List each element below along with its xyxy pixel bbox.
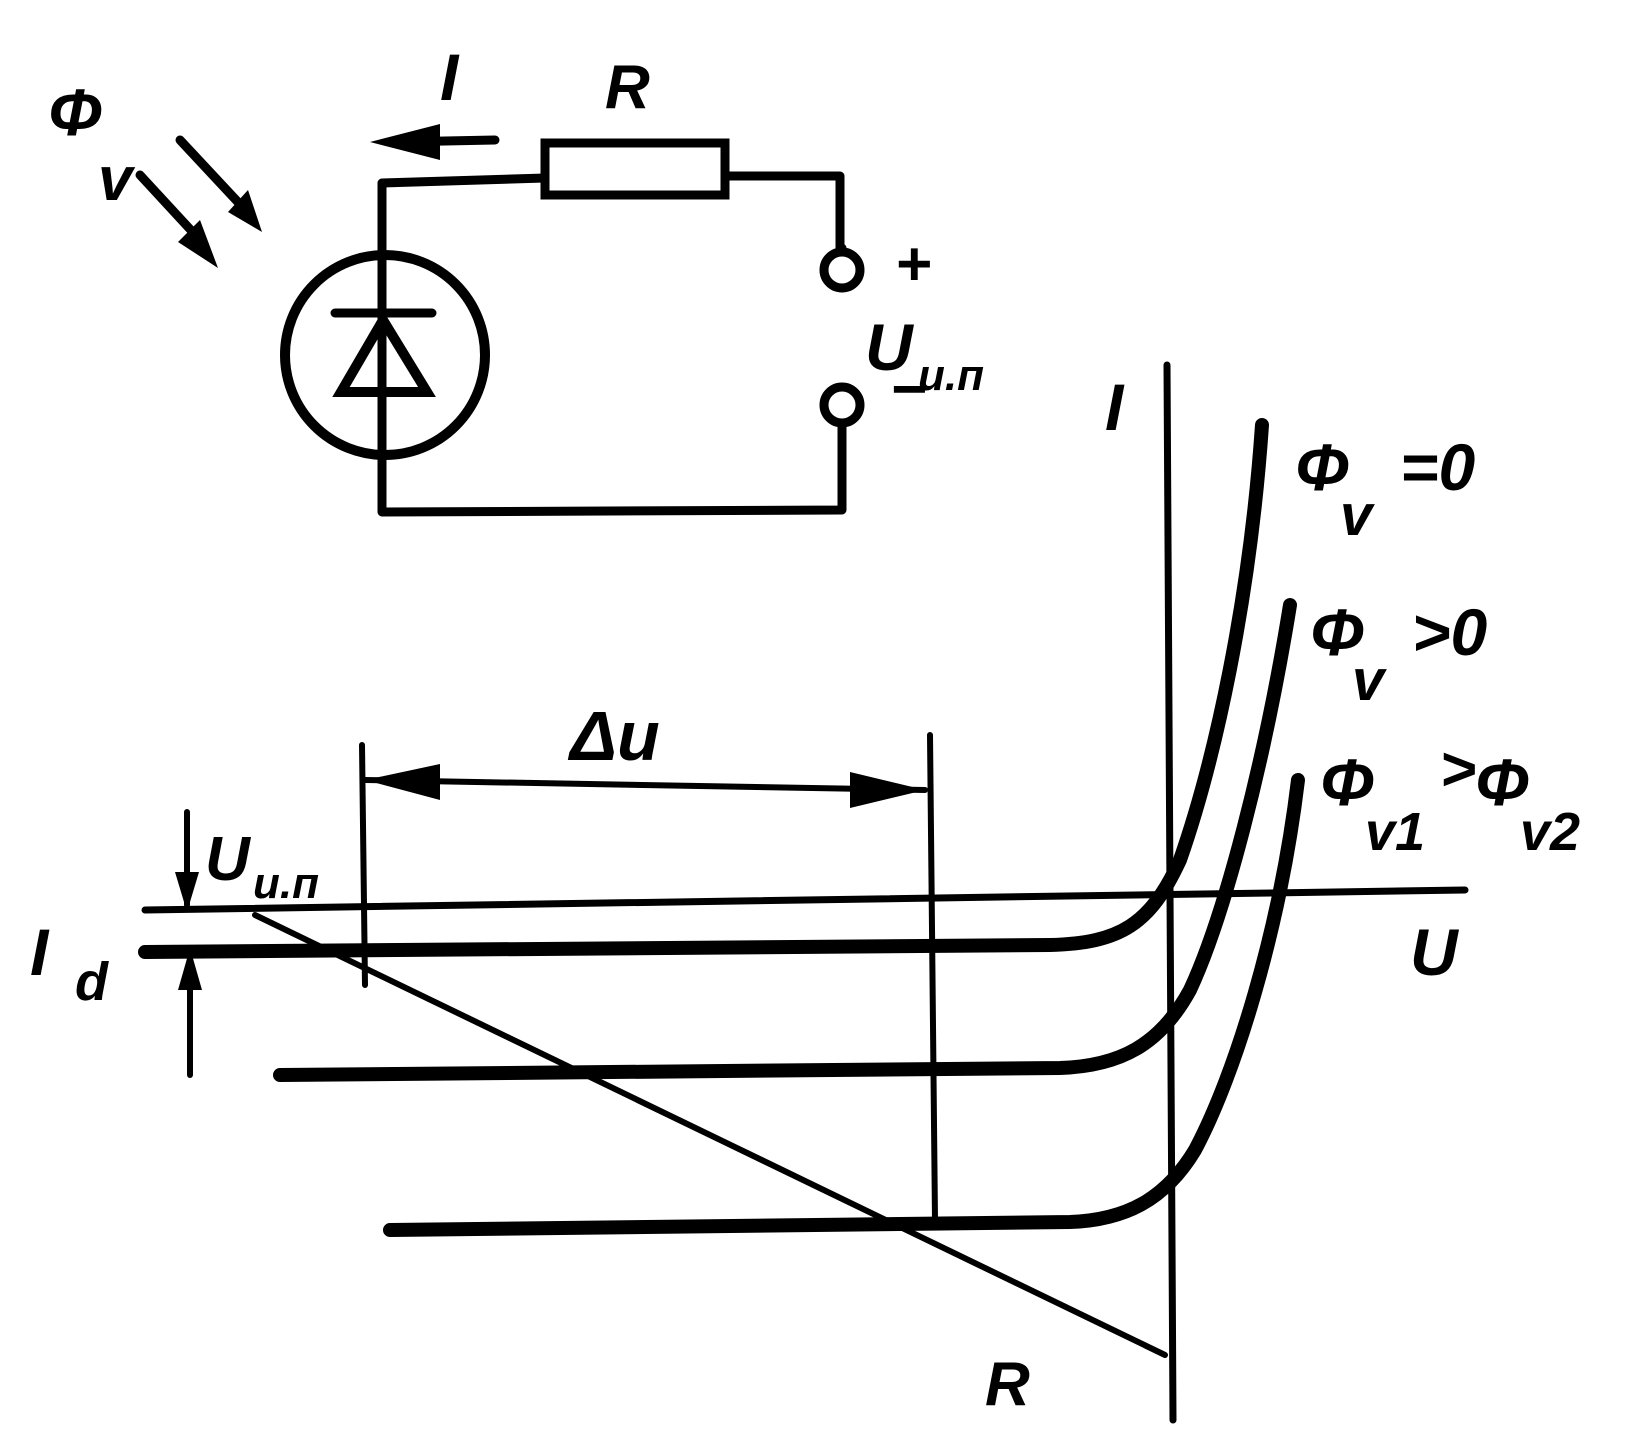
curve-phi-zero (138, 418, 1269, 959)
current-label: I (440, 40, 460, 114)
graph-supply-label: U и.п (205, 825, 319, 908)
supply-label-sub: и.п (918, 351, 984, 400)
dark-current-label: I d (30, 915, 109, 1012)
curve-label-3-main2: Φ (1475, 745, 1529, 819)
resistor (540, 138, 730, 200)
curve-label-3-main: Φ (1320, 745, 1374, 819)
x-axis-label: U (1410, 915, 1460, 989)
terminal-minus (819, 382, 865, 428)
wire-top-right (720, 171, 845, 253)
dark-current-main: I (30, 915, 50, 989)
delta-arrow-left (365, 764, 440, 800)
y-axis-label: I (1105, 370, 1125, 444)
curve-phi-positive (273, 598, 1297, 1082)
current-arrow-head (370, 124, 440, 160)
light-ray-2 (135, 170, 205, 245)
curve-phi-high (383, 773, 1305, 1237)
graph-supply-label-main: U (205, 825, 252, 894)
load-line-label: R (985, 1350, 1030, 1419)
curve-label-3: Φ v1 > Φ v2 (1320, 735, 1580, 862)
flux-label-main: Φ (48, 75, 102, 149)
curve-label-2-sub: v (1352, 648, 1387, 713)
curve-label-1-main: Φ (1295, 430, 1349, 504)
curve-label-3-sub2: v2 (1520, 802, 1580, 862)
graph-supply-label-sub: и.п (253, 859, 319, 908)
light-arrows (135, 135, 262, 268)
id-arrow-bottom-head (178, 948, 202, 990)
delta-label: Δu (567, 697, 660, 775)
minus-label: − (890, 355, 926, 424)
resistor-label: R (605, 53, 650, 122)
plus-label: + (895, 230, 931, 299)
iv-graph: I U Δu U и.п I d R Φ (30, 361, 1580, 1424)
curve-label-1-relation: =0 (1400, 430, 1476, 504)
diode-triangle (332, 310, 436, 397)
curve-label-3-relation: > (1440, 735, 1476, 804)
wire-bottom (377, 418, 847, 517)
delta-arrow-right (850, 772, 925, 808)
curve-label-1: Φ v =0 (1295, 430, 1476, 548)
curve-label-2: Φ v >0 (1310, 595, 1488, 713)
flux-label: Φ v (48, 75, 136, 214)
x-axis (141, 886, 1469, 914)
circuit: Φ v I R + − U и.п (48, 40, 984, 517)
load-line (252, 912, 1168, 1358)
delta-dimension-line (362, 777, 928, 793)
curve-label-3-sub: v1 (1365, 802, 1425, 862)
supply-label: U и.п (865, 310, 984, 400)
photodiode (280, 245, 490, 460)
terminal-plus (819, 247, 865, 293)
supply-label-main: U (865, 310, 915, 384)
light-ray-2-head (178, 220, 218, 268)
id-arrow-top-head (175, 872, 199, 912)
dark-current-sub: d (75, 952, 109, 1012)
delta-right-bound (927, 732, 938, 1223)
wire-top-left (377, 173, 550, 255)
flux-label-sub: v (98, 145, 136, 214)
curve-label-2-main: Φ (1310, 595, 1364, 669)
light-ray-1-head (228, 190, 262, 232)
curve-label-2-relation: >0 (1412, 595, 1488, 669)
curve-label-1-sub: v (1340, 483, 1375, 548)
